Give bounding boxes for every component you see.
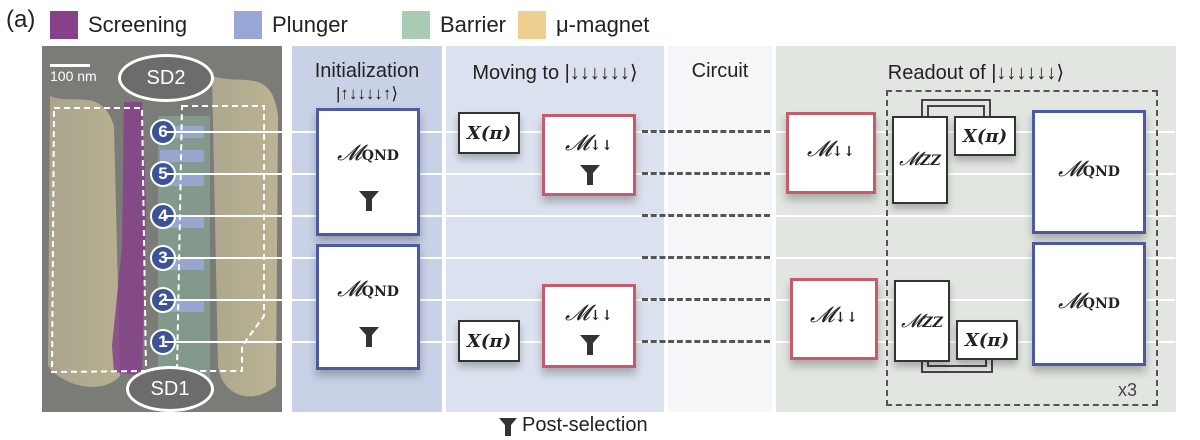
circuit-dash-4 <box>642 214 770 217</box>
zz-measure-block-top: 𝓜ZZ <box>892 116 948 204</box>
dd-label: 𝓜↓↓ <box>809 303 859 328</box>
legend-item-micromagnet: μ-magnet <box>518 8 649 42</box>
panel-circuit <box>668 46 772 412</box>
qnd-label: 𝓜QND <box>337 141 399 166</box>
dd-label: 𝓜↓↓ <box>564 131 614 156</box>
circuit-title: Circuit <box>691 60 749 82</box>
legend-label: Screening <box>88 12 188 37</box>
legend-item-screening: Screening <box>50 8 187 42</box>
repeat-count: x3 <box>1118 380 1138 400</box>
qnd-label: 𝓜QND <box>1058 289 1120 314</box>
post-selection-legend-icon <box>499 418 517 436</box>
moving-title: Moving to |↓↓↓↓↓↓⟩ <box>472 62 638 84</box>
legend-label: Plunger <box>272 12 348 37</box>
barrier-swatch <box>402 11 430 39</box>
x-pi-gate-q1: X(π) <box>458 320 520 362</box>
post-selection-caption: Post-selection <box>522 414 648 436</box>
x-pi-gate-readout-bottom: X(π) <box>956 320 1018 360</box>
legend-label: Barrier <box>440 12 507 37</box>
device-gates-graphic <box>42 46 282 412</box>
pauli-measure-block-bottom: 𝓜↓↓ <box>542 284 636 368</box>
dd-label: 𝓜↓↓ <box>564 301 614 326</box>
repeated-readout-group <box>886 90 1158 406</box>
figure-label: (a) <box>6 6 36 33</box>
legend-label: μ-magnet <box>556 12 650 37</box>
initialization-title: Initialization <box>314 60 420 82</box>
zz-measure-block-bottom: 𝓜ZZ <box>894 280 950 362</box>
reservoir-sd2: SD2 <box>118 54 214 102</box>
readout-qnd-block-bottom: 𝓜QND <box>1032 242 1146 366</box>
post-selection-icon <box>580 335 600 355</box>
device-micrograph: 100 nm SD2 SD1 6 5 4 3 2 1 <box>42 46 282 412</box>
scale-bar-label: 100 nm <box>50 68 97 84</box>
zz-connector-top <box>921 99 991 124</box>
readout-title: Readout of |↓↓↓↓↓↓⟩ <box>887 62 1065 84</box>
dd-label: 𝓜↓↓ <box>806 137 856 162</box>
qnd-measurement-block-bottom: 𝓜QND <box>316 244 420 370</box>
reservoir-sd1: SD1 <box>126 366 214 412</box>
screening-swatch <box>50 11 78 39</box>
readout-dd-block-bottom: 𝓜↓↓ <box>790 278 878 360</box>
micromagnet-swatch <box>518 11 546 39</box>
legend-item-barrier: Barrier <box>402 8 506 42</box>
post-selection-icon <box>359 327 379 347</box>
plunger-swatch <box>234 11 262 39</box>
qnd-measurement-block-top: 𝓜QND <box>316 108 420 236</box>
circuit-dash-3 <box>642 256 770 259</box>
post-selection-icon <box>580 165 600 185</box>
zz-label: 𝓜ZZ <box>899 148 941 170</box>
x-pi-gate-readout-top: X(π) <box>954 116 1016 156</box>
circuit-dash-2 <box>642 298 770 301</box>
circuit-dash-6 <box>642 130 770 133</box>
readout-qnd-block-top: 𝓜QND <box>1032 110 1146 234</box>
circuit-dash-1 <box>642 340 770 343</box>
initialization-state: |↑↓↓↓↓↑⟩ <box>335 84 399 103</box>
post-selection-icon <box>359 191 379 211</box>
x-pi-gate-q6: X(π) <box>458 112 520 154</box>
qnd-label: 𝓜QND <box>337 277 399 302</box>
legend-item-plunger: Plunger <box>234 8 348 42</box>
qnd-label: 𝓜QND <box>1058 157 1120 182</box>
zz-label: 𝓜ZZ <box>901 310 943 332</box>
circuit-dash-5 <box>642 172 770 175</box>
pauli-measure-block-top: 𝓜↓↓ <box>542 114 636 196</box>
readout-dd-block-top: 𝓜↓↓ <box>786 112 876 194</box>
